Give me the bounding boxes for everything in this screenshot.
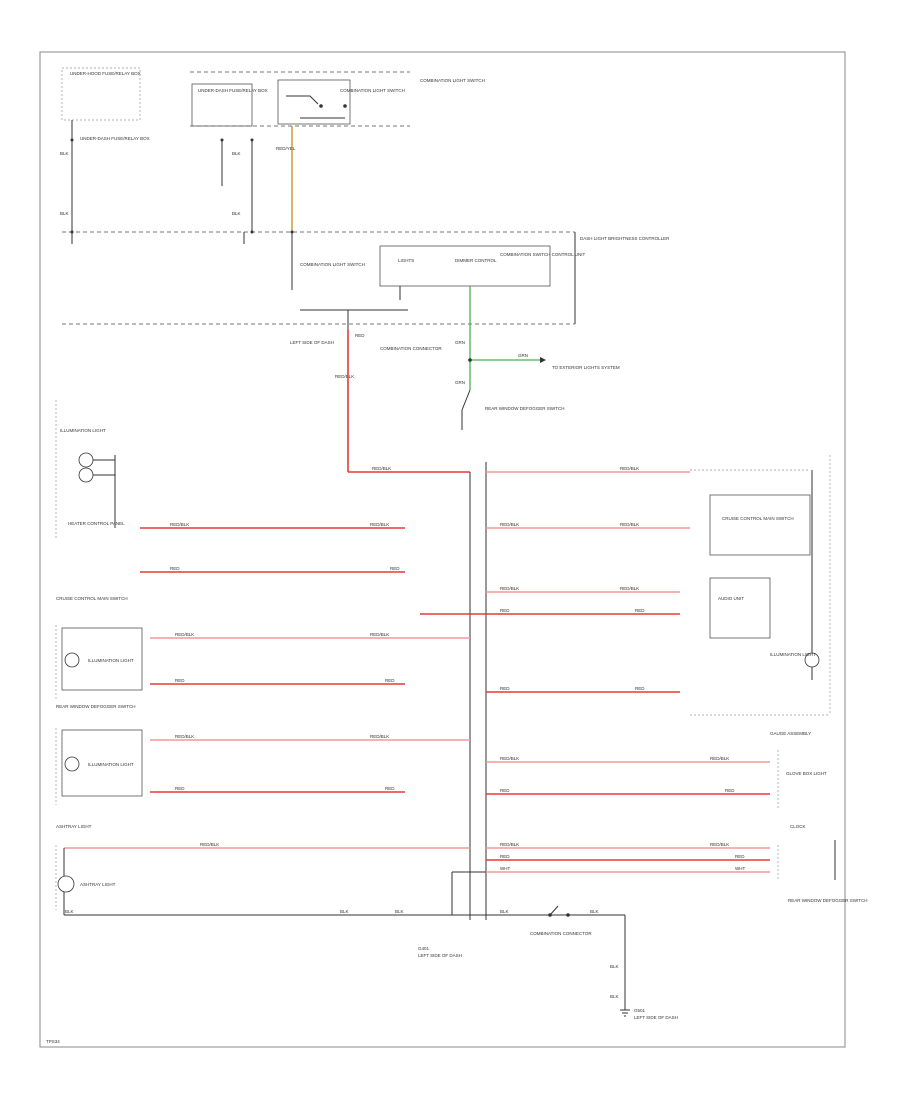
connector-labels: LEFT SIDE OF DASH RED COMBINATION CONNEC… <box>290 333 465 385</box>
wire-red-r2: RED <box>635 608 645 613</box>
wire-red-3: RED <box>390 566 400 571</box>
ashtray-label: ASHTRAY LIGHT <box>56 824 92 829</box>
wire-red-r8: RED <box>735 854 745 859</box>
defog-label: REAR WINDOW DEFOGGER SWITCH <box>56 704 136 709</box>
combo-switch-label: COMBINATION LIGHT SWITCH <box>340 88 405 93</box>
wire-grn-2: GRN <box>455 380 465 385</box>
wire-wht-r1: WHT <box>500 866 510 871</box>
wire-blk-4: BLK <box>232 211 241 216</box>
wire-red-blk-r8: RED/BLK <box>500 842 519 847</box>
wire-red-blk-3: RED/BLK <box>370 522 389 527</box>
illum-2-label: ILLUMINATION LIGHT <box>88 658 134 663</box>
wire-red-yel: RED/YEL <box>276 146 296 151</box>
wire-blk-2: BLK <box>60 211 69 216</box>
wire-red-r4: RED <box>635 686 645 691</box>
wire-blk-r2: BLK <box>590 909 599 914</box>
wire-grn-3: GRN <box>518 353 528 358</box>
wire-wht-r2: WHT <box>735 866 745 871</box>
ground-right-note: LEFT SIDE OF DASH <box>634 1015 678 1020</box>
cu-dimmer-label: DIMMER CONTROL <box>455 258 497 263</box>
wire-red-blk-r7: RED/BLK <box>710 756 729 761</box>
dash-fuse-label: UNDER-DASH FUSE/RELAY BOX <box>198 88 268 93</box>
illum-3-label: ILLUMINATION LIGHT <box>88 762 134 767</box>
exterior-lights-branch: GRN TO EXTERIOR LIGHTS SYSTEM REAR WINDO… <box>461 353 620 430</box>
page-id: TPS34 <box>46 1039 60 1044</box>
diagram-frame <box>39 51 846 1048</box>
wire-blk-r1: BLK <box>500 909 509 914</box>
wire-red-blk-r1: RED/BLK <box>620 466 639 471</box>
wire-red-blk-5: RED/BLK <box>370 632 389 637</box>
top-fuse-area: UNDER-HOOD FUSE/RELAY BOX UNDER-DASH FUS… <box>60 67 485 232</box>
wire-red-blk-2: RED/BLK <box>170 522 189 527</box>
ashtray-light-label: ASHTRAY LIGHT <box>80 882 116 887</box>
cu-left-label: COMBINATION LIGHT SWITCH <box>300 262 365 267</box>
wire-blk-1: BLK <box>60 151 69 156</box>
illum-1-label: ILLUMINATION LIGHT <box>60 428 106 433</box>
wire-red-r1: RED <box>500 608 510 613</box>
wire-red-blk-4: RED/BLK <box>175 632 194 637</box>
wire-red-blk-r4: RED/BLK <box>500 586 519 591</box>
wire-red-blk-8: RED/BLK <box>200 842 219 847</box>
cu-label: COMBINATION SWITCH CONTROL UNIT <box>500 252 585 257</box>
wire-blk-5: BLK <box>65 909 74 914</box>
wire-red-blk-tag: RED/BLK <box>335 374 354 379</box>
wire-red-r3: RED <box>500 686 510 691</box>
fuse-note: UNDER-DASH FUSE/RELAY BOX <box>80 136 150 141</box>
ground-right-label: G501 <box>634 1008 646 1013</box>
ground-note: LEFT SIDE OF DASH <box>290 340 334 345</box>
wire-blk-r4: BLK <box>610 994 619 999</box>
wire-red-5: RED <box>385 678 395 683</box>
ground-symbol <box>620 1009 630 1017</box>
wire-red-6: RED <box>175 786 185 791</box>
combo-switch-label-2: COMBINATION LIGHT SWITCH <box>420 78 485 83</box>
wire-blk-3: BLK <box>232 151 241 156</box>
wire-red-r5: RED <box>500 788 510 793</box>
wire-red-blk-r3: RED/BLK <box>620 522 639 527</box>
glove-label: GLOVE BOX LIGHT <box>786 771 827 776</box>
wire-red-r6: RED <box>725 788 735 793</box>
gauge-assembly-label: GAUGE ASSEMBLY <box>770 731 811 736</box>
gauge-illum-label: ILLUMINATION LIGHT <box>770 652 816 657</box>
ground-left-note: LEFT SIDE OF DASH <box>418 953 462 958</box>
wire-red-blk-main: RED/BLK <box>372 466 391 471</box>
cu-side-label: DASH LIGHT BRIGHTNESS CONTROLLER <box>580 236 670 241</box>
rear-defog-label: REAR WINDOW DEFOGGER SWITCH <box>485 406 565 411</box>
cu-lights-label: LIGHTS <box>398 258 414 263</box>
wire-grn-1: GRN <box>455 340 465 345</box>
wire-red-blk-6: RED/BLK <box>175 734 194 739</box>
wire-red-2: RED <box>170 566 180 571</box>
wire-red-r7: RED <box>500 854 510 859</box>
ground-left-label: G401 <box>418 946 430 951</box>
combo-connector-bottom: COMBINATION CONNECTOR <box>530 931 592 936</box>
wire-blk-6: BLK <box>340 909 349 914</box>
heater-label: HEATER CONTROL PANEL <box>68 521 125 526</box>
cruise-unit-label: CRUISE CONTROL MAIN SWITCH <box>722 516 794 521</box>
left-components: ILLUMINATION LIGHT HEATER CONTROL PANEL … <box>55 400 486 958</box>
combo-connector-label: COMBINATION CONNECTOR <box>380 346 442 351</box>
wire-red-blk-r6: RED/BLK <box>500 756 519 761</box>
cruise-label: CRUISE CONTROL MAIN SWITCH <box>56 596 128 601</box>
control-unit-area: LIGHTS DIMMER CONTROL COMBINATION SWITCH… <box>62 230 670 390</box>
right-components: CRUISE CONTROL MAIN SWITCH RED/BLK RED/B… <box>420 455 868 903</box>
rear-window-label: REAR WINDOW DEFOGGER SWITCH <box>788 898 868 903</box>
to-lights-label: TO EXTERIOR LIGHTS SYSTEM <box>552 365 620 370</box>
wire-red-blk-r2: RED/BLK <box>500 522 519 527</box>
wire-red-blk-r9: RED/BLK <box>710 842 729 847</box>
audio-label: AUDIO UNIT <box>718 596 744 601</box>
wire-red-blk-7: RED/BLK <box>370 734 389 739</box>
clock-label: CLOCK <box>790 824 806 829</box>
hazard-fuse-label: UNDER-HOOD FUSE/RELAY BOX <box>70 71 141 76</box>
wire-blk-7: BLK <box>395 909 404 914</box>
wire-red-4: RED <box>175 678 185 683</box>
main-feed: RED/BLK RED/BLK <box>347 330 690 920</box>
wire-red-7: RED <box>385 786 395 791</box>
wire-blk-r3: BLK <box>610 964 619 969</box>
wire-red-blk-r5: RED/BLK <box>620 586 639 591</box>
wire-red-1: RED <box>355 333 365 338</box>
bottom-ground: BLK BLK COMBINATION CONNECTOR BLK BLK G5… <box>486 905 678 1020</box>
